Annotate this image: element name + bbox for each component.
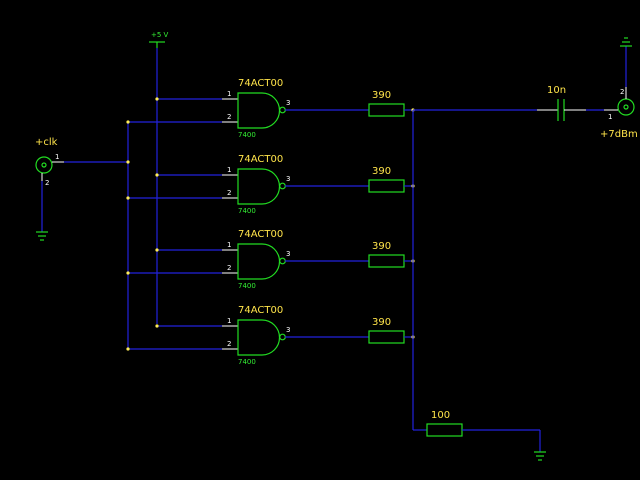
vcc-label: +5 V bbox=[151, 31, 169, 39]
output-pin-2: 2 bbox=[620, 88, 624, 96]
junction-dot bbox=[126, 271, 130, 275]
coupling-capacitor: 10n bbox=[537, 85, 586, 121]
load-resistor-label: 100 bbox=[431, 410, 450, 421]
pin-number: 2 bbox=[227, 189, 231, 197]
gate-part-label: 74ACT00 bbox=[238, 305, 283, 316]
junction-dot bbox=[126, 160, 130, 164]
ground-icon bbox=[36, 231, 48, 241]
output-connector: +7dBm 1 2 bbox=[600, 87, 638, 140]
gate-part-label: 74ACT00 bbox=[238, 229, 283, 240]
resistor-label: 390 bbox=[372, 166, 391, 177]
pin-number: 1 bbox=[227, 241, 231, 249]
pin-number: 3 bbox=[286, 99, 290, 107]
ground-icon bbox=[620, 37, 632, 47]
gate-package-label: 7400 bbox=[238, 207, 256, 215]
series-resistor bbox=[368, 179, 405, 193]
output-pin-1: 1 bbox=[608, 113, 612, 121]
junction-dot bbox=[155, 324, 159, 328]
clock-pin-1: 1 bbox=[55, 153, 59, 161]
nand-gate-icon bbox=[237, 319, 281, 356]
inverter-bubble bbox=[279, 106, 286, 114]
clock-source: +clk 1 2 bbox=[35, 137, 64, 187]
inverter-bubble bbox=[279, 333, 286, 341]
nand-stage-3: 74ACT00 7400 390 1 2 3 bbox=[126, 229, 415, 290]
series-resistor bbox=[368, 330, 405, 344]
inverter-bubble bbox=[279, 182, 286, 190]
nand-gate-icon bbox=[237, 243, 281, 280]
gate-part-label: 74ACT00 bbox=[238, 154, 283, 165]
nand-stage-1: 74ACT00 7400 390 1 2 3 bbox=[126, 78, 415, 164]
pin-number: 2 bbox=[227, 113, 231, 121]
series-resistor bbox=[368, 103, 405, 117]
series-resistor bbox=[368, 254, 405, 268]
junction-dot bbox=[155, 173, 159, 177]
pin-number: 3 bbox=[286, 326, 290, 334]
gate-package-label: 7400 bbox=[238, 282, 256, 290]
resistor-label: 390 bbox=[372, 241, 391, 252]
gate-package-label: 7400 bbox=[238, 358, 256, 366]
nand-stage-4: 74ACT00 7400 390 1 2 3 bbox=[126, 305, 415, 366]
pin-number: 3 bbox=[286, 175, 290, 183]
pin-number: 2 bbox=[227, 340, 231, 348]
inverter-bubble bbox=[279, 257, 286, 265]
gate-part-label: 74ACT00 bbox=[238, 78, 283, 89]
nand-gate-icon bbox=[237, 168, 281, 205]
clock-label: +clk bbox=[35, 137, 58, 148]
pin-number: 1 bbox=[227, 166, 231, 174]
junction-dot bbox=[126, 120, 130, 124]
junction-dot bbox=[155, 248, 159, 252]
capacitor-label: 10n bbox=[547, 85, 566, 96]
clock-pin-2: 2 bbox=[45, 179, 49, 187]
resistor-label: 390 bbox=[372, 90, 391, 101]
pin-number: 1 bbox=[227, 317, 231, 325]
gate-package-label: 7400 bbox=[238, 131, 256, 139]
junction-dot bbox=[126, 347, 130, 351]
vcc-symbol: +5 V bbox=[149, 31, 169, 48]
pin-number: 2 bbox=[227, 264, 231, 272]
output-label: +7dBm bbox=[600, 129, 638, 140]
pin-number: 1 bbox=[227, 90, 231, 98]
nand-gate-icon bbox=[237, 92, 281, 129]
junction-dot bbox=[155, 97, 159, 101]
ground-icon bbox=[534, 451, 546, 461]
resistor-label: 390 bbox=[372, 317, 391, 328]
junction-dot bbox=[126, 196, 130, 200]
pin-number: 3 bbox=[286, 250, 290, 258]
nand-stage-2: 74ACT00 7400 390 1 2 3 bbox=[126, 154, 415, 215]
load-resistor: 100 bbox=[426, 410, 463, 437]
